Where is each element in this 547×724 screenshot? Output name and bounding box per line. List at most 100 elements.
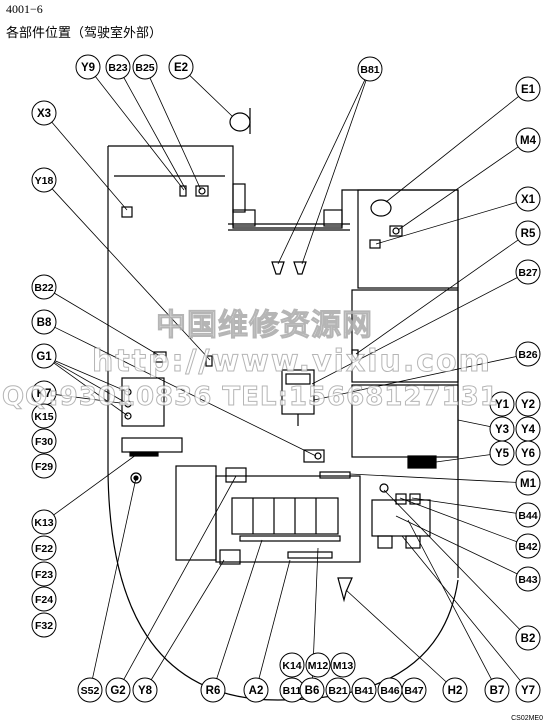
callout-text: G1 [36,351,52,363]
callout-circle [515,220,541,246]
callout-circle [132,54,158,80]
callout-text: B6 [305,685,320,697]
callout-circle [168,54,194,80]
leader-b2 [383,489,520,630]
callout-s52: S52 [77,677,103,703]
callout-m13: M13 [330,652,356,678]
callout-text: B8 [37,317,52,329]
callout-circle [31,403,57,429]
callout-text: A2 [249,685,264,697]
callout-text: R6 [206,685,221,697]
callout-circle [200,677,226,703]
leader-b27 [311,277,518,385]
callout-b11: B11 [279,677,305,703]
callout-text: H2 [448,685,463,697]
callout-text: K13 [34,517,53,529]
leader-g1-1 [54,361,129,405]
callout-circle [515,341,541,367]
callout-text: B43 [518,574,537,586]
leader-lines [51,75,521,683]
leader-b8 [54,326,317,457]
callout-g1: G1 [31,343,57,369]
callout-y2: Y2 [515,391,541,417]
callout-text: F29 [35,461,53,473]
leader-b26 [313,356,517,401]
leader-y3 [457,419,491,427]
callout-circle [442,677,468,703]
callout-circle [515,625,541,651]
callout-circle [351,677,377,703]
callout-circle [105,54,131,80]
document-title: 各部件位置（驾驶室外部） [6,26,163,41]
callout-circle [31,453,57,479]
callout-text: R5 [521,228,536,240]
callout-f23: F23 [31,561,57,587]
callout-circle [105,677,131,703]
callout-text: Y18 [35,175,54,187]
callout-r6: R6 [200,677,226,703]
callout-y9: Y9 [75,54,101,80]
leader-r6 [216,539,263,679]
leader-s52 [92,477,137,679]
leader-b23 [123,77,187,191]
callout-b44: B44 [515,502,541,528]
callout-b43: B43 [515,566,541,592]
callout-circle [489,440,515,466]
callout-text: X3 [37,108,51,120]
callout-b81: B81 [357,56,383,82]
callout-r5: R5 [515,220,541,246]
callout-x3: X3 [31,100,57,126]
leader-x3 [51,121,128,211]
callout-circle [31,309,57,335]
callout-text: B22 [34,282,53,294]
callout-text: G2 [110,685,125,697]
callout-b6: B6 [299,677,325,703]
callout-circle [31,167,57,193]
leader-g1-0 [54,360,129,393]
callout-b21: B21 [325,677,351,703]
figure-code: CS02ME0 [511,715,543,722]
callout-text: M13 [333,660,354,672]
callout-circle [515,533,541,559]
callout-text: K14 [282,660,301,672]
leader-b25 [149,77,202,191]
callout-text: B21 [328,685,347,697]
callout-k15: K15 [31,403,57,429]
callout-circle [31,274,57,300]
leader-m4 [397,146,519,231]
callout-text: B44 [518,510,537,522]
callout-text: B23 [108,62,127,74]
callout-f24: F24 [31,586,57,612]
leader-e2 [189,75,233,117]
callout-text: B7 [490,685,505,697]
callout-text: S52 [81,685,100,697]
callout-text: K7 [37,388,52,400]
callout-b2: B2 [515,625,541,651]
callout-text: B41 [354,685,373,697]
callout-circle [243,677,269,703]
callout-m12: M12 [305,652,331,678]
callout-circle [31,586,57,612]
callout-circle [279,652,305,678]
callout-text: M1 [520,478,537,490]
callout-circle [75,54,101,80]
callout-f30: F30 [31,428,57,454]
callout-circle [515,566,541,592]
callout-y4: Y4 [515,416,541,442]
leader-y18 [51,188,211,361]
callout-text: B46 [380,685,399,697]
callout-text: F23 [35,569,53,581]
callout-circle [401,677,427,703]
leader-k13 [53,451,141,516]
callout-h2: H2 [442,677,468,703]
leader-e1 [385,96,519,203]
callout-circle [325,677,351,703]
leader-b44 [411,497,517,514]
callout-text: Y8 [138,685,153,697]
callout-b23: B23 [105,54,131,80]
callout-text: B47 [404,685,423,697]
callout-text: M12 [308,660,329,672]
document-code: 4001−6 [6,2,43,16]
